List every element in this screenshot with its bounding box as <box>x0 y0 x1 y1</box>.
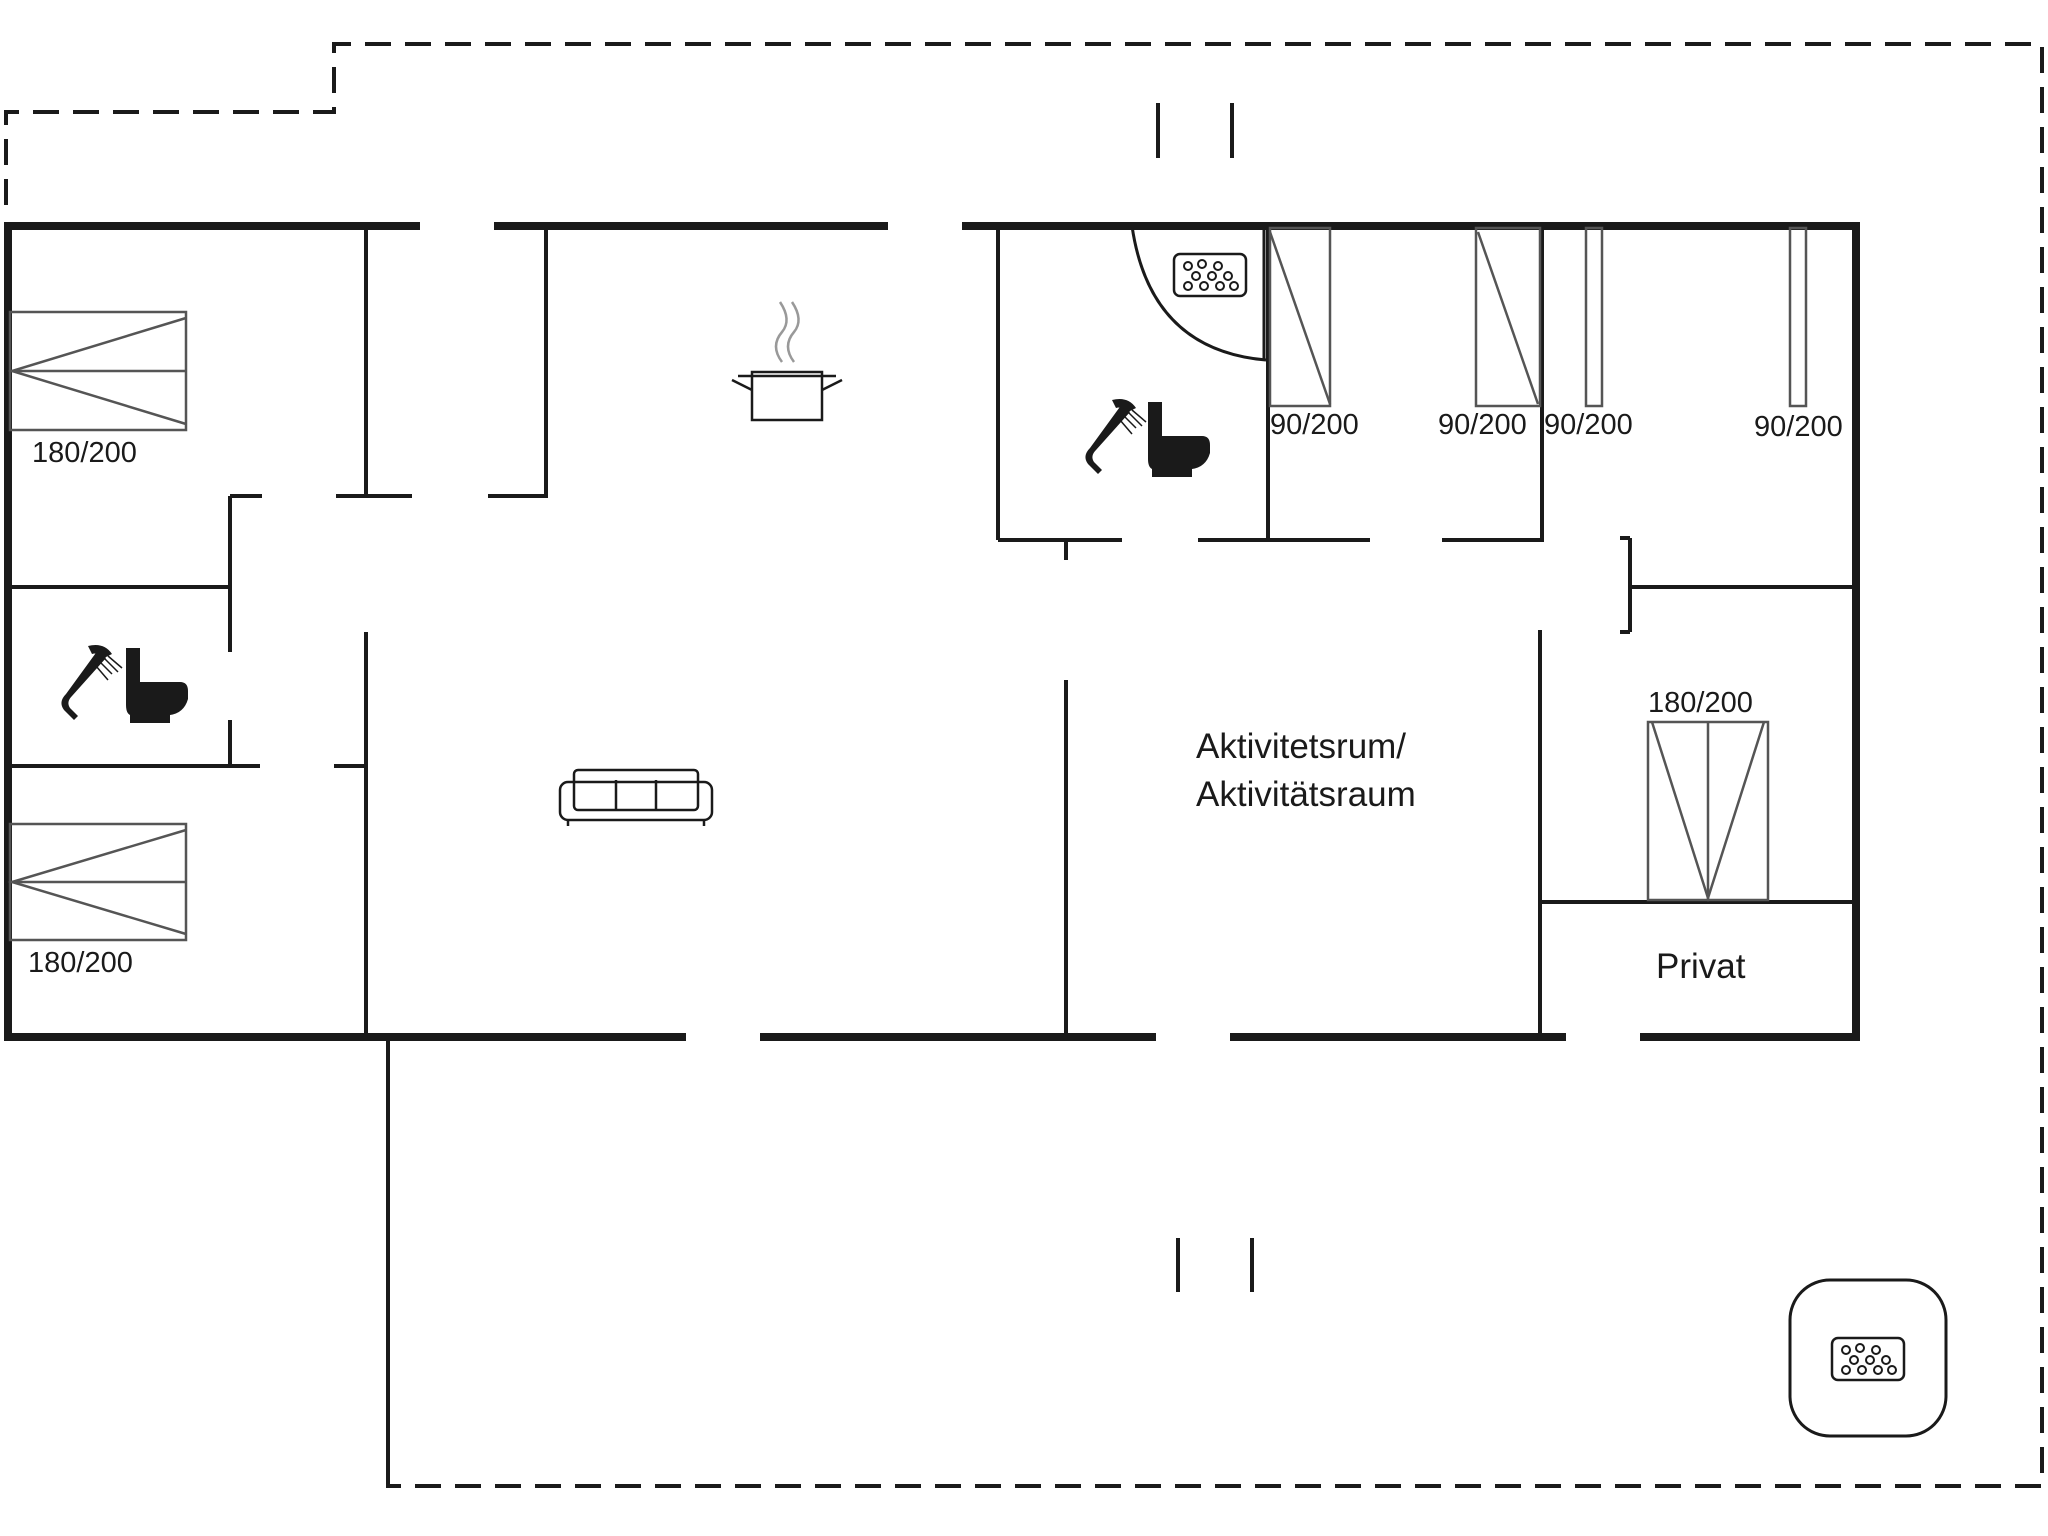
single-bed-1 <box>1268 226 1332 408</box>
terrace-steps <box>1156 103 1254 1292</box>
bed-size-label: 90/200 <box>1754 411 1843 443</box>
bed-size-label: 180/200 <box>32 437 137 469</box>
outdoor-hot-tub-icon <box>1788 1278 1948 1438</box>
single-bed-2 <box>1474 226 1542 408</box>
spa-door-swing <box>1130 225 1267 362</box>
bed-size-label: 90/200 <box>1270 409 1359 441</box>
room-label-private: Privat <box>1656 947 1746 986</box>
single-bed-3 <box>1584 226 1604 408</box>
bed-size-label: 90/200 <box>1544 409 1633 441</box>
bed-size-label: 90/200 <box>1438 409 1527 441</box>
terrace-outline <box>4 42 2044 1488</box>
room-label-activity: Aktivitetsrum/ <box>1196 727 1406 766</box>
room-label-activity: Aktivitätsraum <box>1196 775 1416 814</box>
double-bed-top-left <box>7 310 188 432</box>
single-bed-4 <box>1788 226 1808 408</box>
exterior-walls <box>4 222 1860 1041</box>
double-bed-bottom-left <box>7 822 188 942</box>
double-bed-right <box>1646 720 1770 903</box>
whirlpool-icon <box>1172 252 1248 298</box>
shower-toilet-icon <box>1084 398 1210 477</box>
sofa-icon <box>558 768 714 826</box>
bed-size-label: 180/200 <box>28 947 133 979</box>
interior-walls <box>8 226 1856 1488</box>
bed-size-label: 180/200 <box>1648 687 1753 719</box>
shower-toilet-icon <box>60 644 188 723</box>
cooking-pot-icon <box>731 301 843 422</box>
